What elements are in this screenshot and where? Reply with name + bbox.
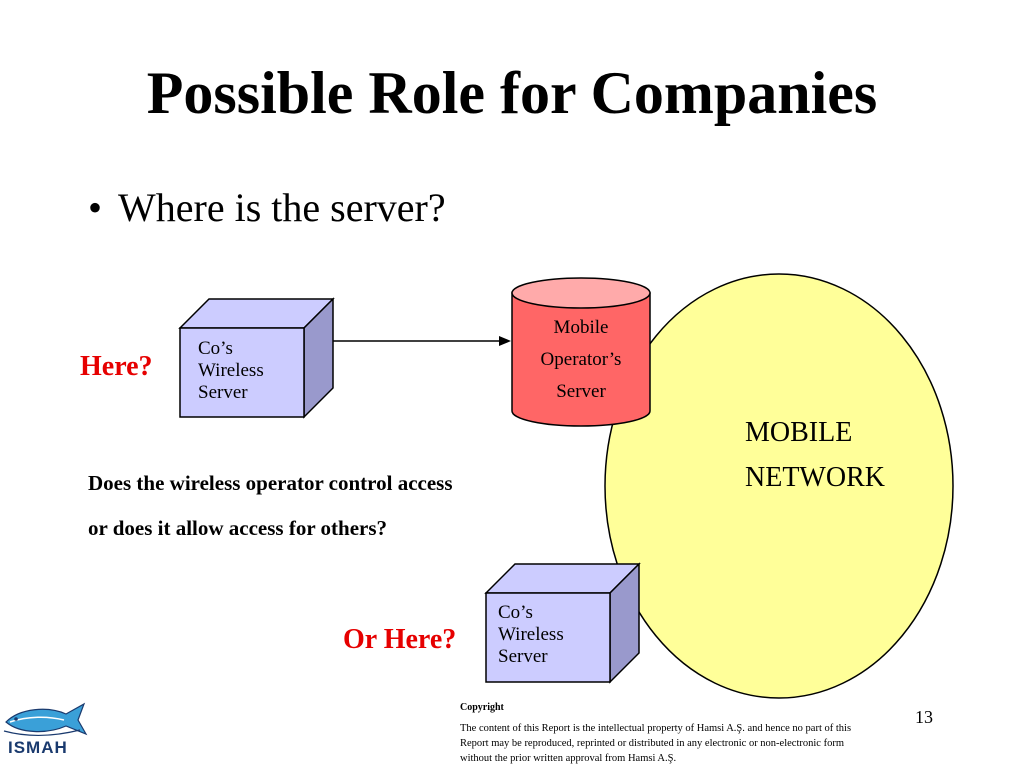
arrow-head-icon: [499, 336, 511, 346]
server-label-line: Wireless: [498, 624, 564, 645]
copyright-heading: Copyright: [460, 702, 504, 713]
copyright-line: The content of this Report is the intell…: [460, 723, 852, 734]
bullet-text: Where is the server?: [118, 185, 446, 230]
question-line: Does the wireless operator control acces…: [88, 471, 453, 495]
slide-title: Possible Role for Companies: [146, 60, 878, 126]
hamsi-fish-logo-icon: [3, 702, 88, 737]
or-here-label: Or Here?: [343, 624, 457, 655]
access-question: Does the wireless operator control acces…: [88, 461, 453, 551]
cylinder-top: [511, 277, 651, 309]
page-number: 13: [915, 707, 933, 727]
company-server-bottom-cube: [484, 562, 641, 684]
server-label-line: Server: [198, 382, 248, 403]
cylinder-body: [511, 292, 651, 427]
company-server-top-text: Co’s Wireless Server: [198, 338, 264, 404]
operator-server-text: Mobile Operator’s Server: [511, 312, 651, 408]
operator-server-cylinder: [511, 277, 651, 427]
network-label-line: MOBILE: [745, 417, 853, 448]
operator-label-line: Mobile: [553, 317, 609, 338]
server-label-line: Server: [498, 646, 548, 667]
mobile-network-label: MOBILE NETWORK: [745, 410, 885, 500]
cube-front-face: [179, 327, 305, 418]
hamsi-logo-text: ISMAH: [8, 738, 68, 757]
network-label-line: NETWORK: [745, 462, 885, 493]
bullet-dot: •: [88, 185, 103, 230]
copyright-notice: Copyright The content of this Report is …: [460, 700, 1000, 766]
server-label-line: Co’s: [498, 602, 533, 623]
server-label-line: Wireless: [198, 360, 264, 381]
company-server-top-cube: [178, 297, 335, 419]
bullet-item: • Where is the server?: [88, 184, 446, 232]
mobile-network-ellipse: [604, 273, 954, 699]
operator-label-line: Server: [556, 381, 606, 402]
server-label-line: Co’s: [198, 338, 233, 359]
company-server-bottom-text: Co’s Wireless Server: [498, 602, 564, 668]
question-line: or does it allow access for others?: [88, 516, 388, 540]
cube-front-face: [485, 592, 611, 683]
copyright-line: without the prior written approval from …: [460, 753, 677, 764]
operator-label-line: Operator’s: [540, 349, 622, 370]
copyright-line: Report may be reproduced, reprinted or d…: [460, 738, 844, 749]
here-label: Here?: [80, 351, 153, 382]
